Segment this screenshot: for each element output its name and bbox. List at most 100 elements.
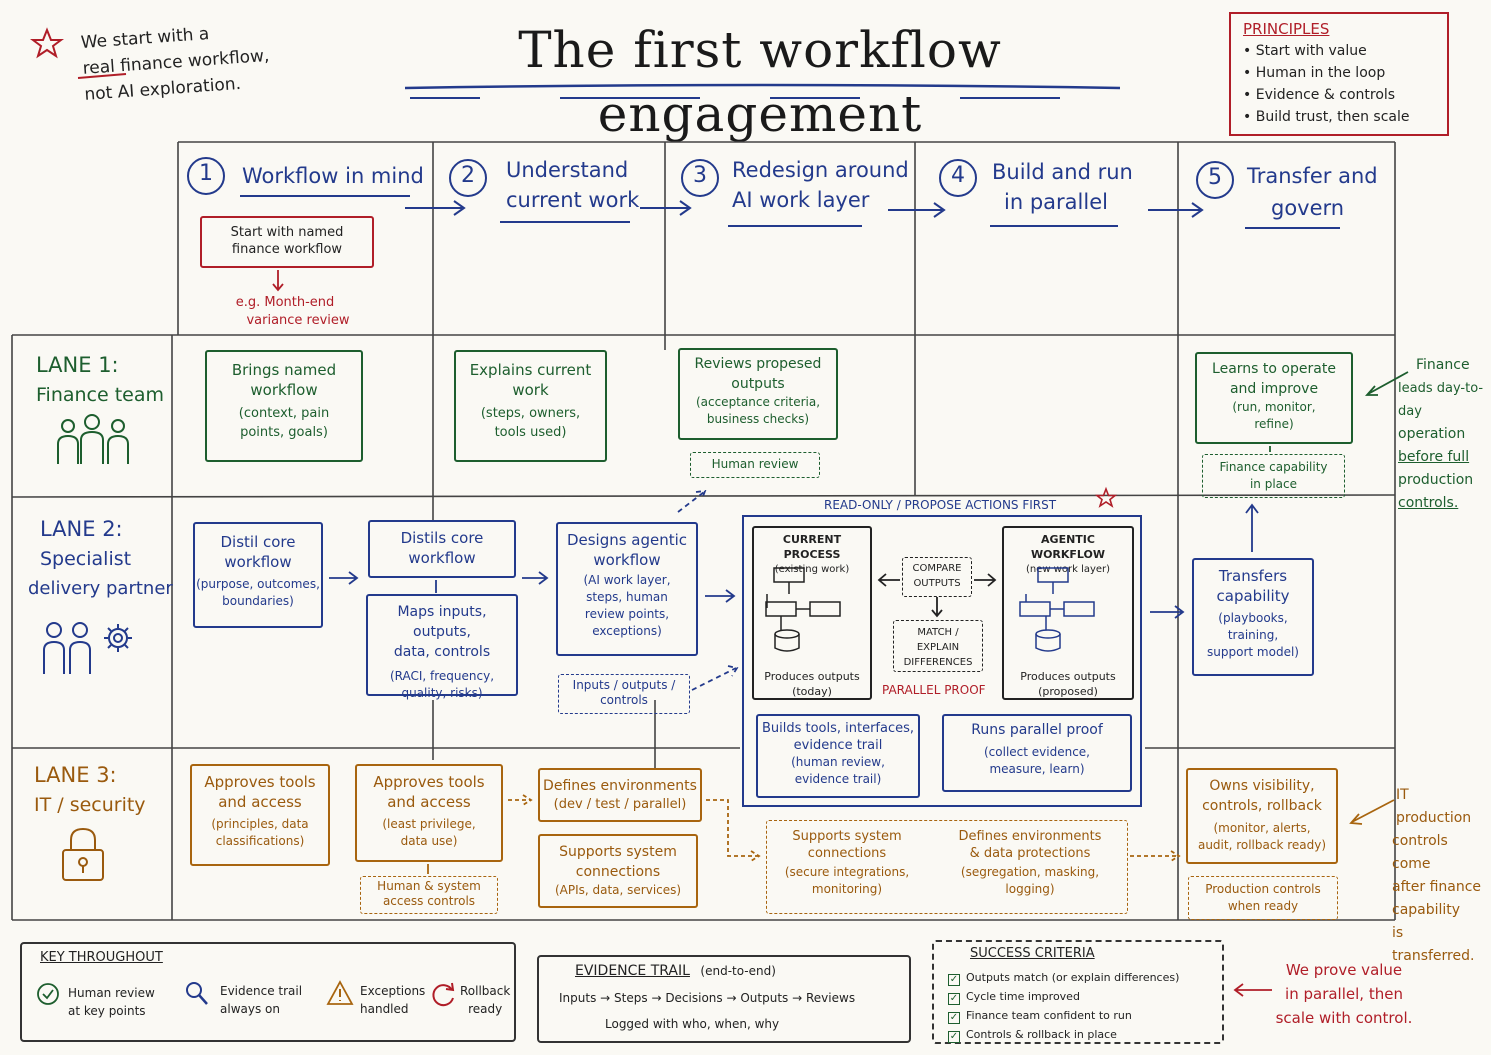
tag-line1: Human & system [377, 879, 481, 893]
note-line: controls come [1392, 833, 1448, 872]
box-title-line2: and improve [1229, 381, 1319, 397]
key-item-line1: Rollback [460, 984, 511, 998]
lane2-builds-tools-box: Builds tools, interfaces, evidence trail… [756, 714, 920, 798]
note-line: operation [1398, 426, 1466, 442]
step-number: 3 [693, 163, 707, 188]
box-title-line1: Approves tools [204, 773, 316, 791]
evidence-step: Decisions [665, 991, 723, 1005]
box-detail-line2: data use) [400, 834, 458, 848]
lane3-approves-tools-box-1: Approves tools and access (principles, d… [190, 764, 330, 866]
lane-3-title: LANE 3: [34, 763, 117, 787]
closing-note: We prove value in parallel, then scale w… [1264, 958, 1424, 1030]
step-arrows [240, 195, 1340, 229]
box-title-line2: controls, rollback [1202, 798, 1322, 814]
box-title-line2: data, controls [393, 644, 491, 660]
box-title-line1: Brings named [231, 361, 337, 379]
lane-2-name-line1: Specialist [40, 548, 132, 570]
box-title-line1: Explains current [469, 361, 592, 379]
lane-2-label: LANE 2: Specialist delivery partner [28, 514, 173, 604]
key-title: KEY THROUGHOUT [40, 950, 163, 965]
key-box: KEY THROUGHOUT Human review at key point… [20, 942, 516, 1042]
evidence-step: Outputs [740, 991, 789, 1005]
box-detail-line2: refine) [1254, 417, 1294, 431]
readonly-star-icon [1094, 486, 1118, 508]
it-side-note: IT production controls come after financ… [1392, 784, 1488, 968]
current-output-note: (today) [792, 685, 832, 698]
lane3-owns-visibility-box: Owns visibility, controls, rollback (mon… [1186, 768, 1338, 864]
step-title-line2: in parallel [1004, 190, 1108, 214]
checkbox-icon: ✓ [948, 1012, 960, 1024]
magnifier-icon [186, 982, 208, 1005]
lane2-transfers-capability-box: Transfers capability (playbooks, trainin… [1192, 558, 1314, 676]
current-process-flow-icon [765, 567, 841, 652]
match-line2: EXPLAIN [916, 642, 960, 653]
closing-line2: in parallel, then [1285, 985, 1403, 1003]
readonly-label: READ-ONLY / PROPOSE ACTIONS FIRST [824, 498, 1057, 512]
agentic-workflow-flow-icon [1019, 567, 1095, 652]
page-title: The first workflow engagement [518, 21, 1002, 143]
lane2-distil-core-box: Distil core workflow (purpose, outcomes,… [193, 522, 323, 628]
key-item-label: Rollback ready [460, 982, 510, 1018]
arrow-icon: → [600, 991, 615, 1005]
box-detail-line2: tools used) [494, 425, 567, 440]
box-detail-line2: measure, learn) [989, 762, 1085, 776]
box-detail-line2: points, goals) [240, 425, 328, 440]
box-title-line2: and access [387, 793, 471, 811]
evidence-subtitle: (end-to-end) [700, 964, 776, 978]
step-number-circle [1196, 161, 1234, 199]
step-number-circle [681, 159, 719, 197]
rollback-icon [432, 982, 455, 1007]
box-title-line1: Supports system [792, 829, 902, 844]
box-title-line1: Learns to operate [1212, 361, 1336, 377]
evidence-flow: Inputs → Steps → Decisions → Outputs → R… [559, 991, 855, 1005]
box-detail-line2: quality, risks) [401, 686, 483, 700]
team-icon [57, 414, 129, 464]
box-detail-line1: (run, monitor, [1232, 400, 1316, 414]
step-number: 2 [461, 163, 475, 188]
box-title-line1: Approves tools [373, 773, 485, 791]
lane1-reviews-outputs-box: Reviews propesed outputs (acceptance cri… [678, 348, 838, 440]
lane-2-name-line2: delivery partner [28, 578, 173, 599]
box-title-line1: Maps inputs, outputs, [397, 604, 487, 640]
step-title-line2: AI work layer [732, 188, 870, 212]
box-detail-line2: business checks) [706, 412, 810, 426]
step-number-circle [187, 157, 225, 195]
box-title-line2: and access [218, 793, 302, 811]
lane-1-label: LANE 1: Finance team [36, 350, 164, 410]
box-detail-line1: (dev / test / parallel) [553, 797, 687, 812]
start-box-line1: Start with named [230, 225, 344, 240]
tag-line2: in place [1249, 477, 1298, 491]
title-underline [404, 83, 1121, 99]
key-item-line1: Evidence trail [220, 984, 303, 998]
box-title-line1: Supports system [559, 844, 677, 860]
success-item-label: Cycle time improved [966, 990, 1080, 1003]
tag-line2: controls [600, 693, 648, 707]
start-box-line2: finance workflow [231, 242, 343, 257]
evidence-step: Reviews [806, 991, 856, 1005]
note-line: production [1398, 472, 1474, 488]
arrow-icon: → [651, 991, 666, 1005]
step-number: 5 [1208, 165, 1222, 190]
box-title-line2: work [512, 381, 549, 399]
lock-icon [62, 827, 104, 881]
step-title-line1: Understand [506, 158, 629, 182]
box-detail-line1: (collect evidence, [983, 745, 1090, 759]
box-title-line2: & data protections [969, 846, 1091, 861]
box-detail-line2: monitoring) [811, 882, 883, 896]
note-line: Finance [1416, 357, 1470, 373]
closing-line1: We prove value [1285, 961, 1403, 979]
lane3-supports-connections-text: Supports system connections (secure inte… [772, 828, 922, 898]
box-detail-line3: support model) [1207, 645, 1299, 659]
principle-item: • Human in the loop [1243, 65, 1386, 81]
start-example-line1: e.g. Month-end [235, 295, 335, 310]
success-item: ✓Outputs match (or explain differences) … [948, 968, 1179, 1044]
box-detail-line1: (human review, [791, 755, 885, 769]
box-title-line1: Transfers [1218, 567, 1288, 585]
box-title-line2: outputs [731, 376, 785, 392]
compare-outputs-box: COMPARE OUTPUTS [902, 557, 972, 597]
lane3-defines-environments-box: Defines environments (dev / test / paral… [538, 768, 702, 822]
arrow-icon: → [792, 991, 806, 1005]
step-number: 1 [199, 161, 213, 186]
current-subtitle: (existing work) [774, 564, 850, 575]
start-example: e.g. Month-end variance review [205, 294, 365, 330]
